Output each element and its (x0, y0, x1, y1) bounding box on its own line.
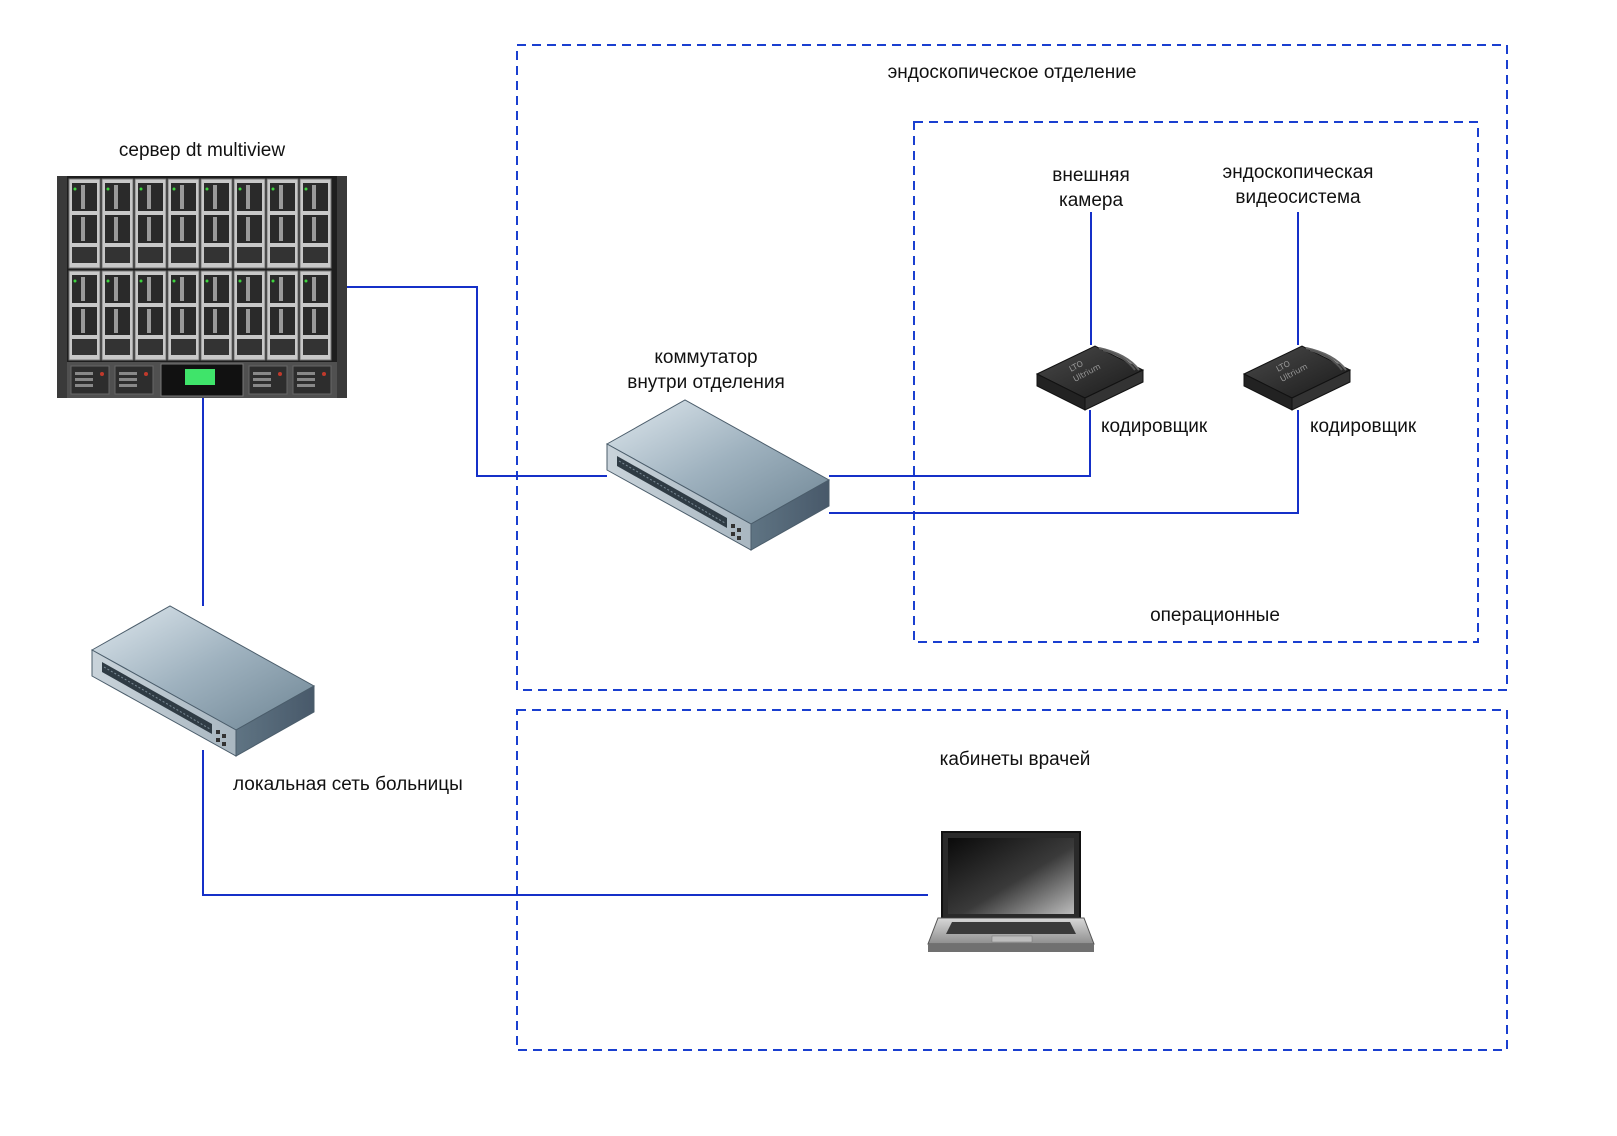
network-switch-icon (91, 605, 315, 757)
external-camera-label-line2: камера (1058, 190, 1124, 211)
endoscopic-system-label-line2: видеосистема (1235, 187, 1361, 208)
zone-endoscopy-label: эндоскопическое отделение (887, 62, 1137, 83)
external-camera-label-line1: внешняя (1052, 165, 1130, 186)
zone-operating-rooms-label: операционные (1150, 605, 1280, 626)
server-label: сервер dt multiview (118, 140, 286, 161)
zone-doctors-offices (516, 709, 1508, 1051)
hospital-lan-label: локальная сеть больницы (233, 774, 463, 795)
laptop-icon (927, 831, 1095, 952)
encoder-1-label: кодировщик (1101, 416, 1208, 437)
link-deptswitch-encoder1 (829, 410, 1091, 477)
link-lan-laptop (202, 750, 928, 896)
endoscopic-system-label-line1: эндоскопическая (1222, 162, 1374, 183)
link-server-deptswitch (347, 286, 607, 477)
encoder-2-label: кодировщик (1310, 416, 1417, 437)
encoder-icon (1036, 345, 1144, 411)
zone-operating-rooms (913, 121, 1479, 643)
blade-server-icon (57, 176, 347, 398)
network-switch-icon (606, 399, 830, 551)
links (202, 212, 1299, 896)
dept-switch-label-line1: коммутатор (654, 347, 758, 368)
zone-doctors-offices-label: кабинеты врачей (939, 749, 1091, 770)
link-deptswitch-encoder2 (829, 410, 1299, 514)
encoder-icon (1243, 345, 1351, 411)
dept-switch-label-line2: внутри отделения (627, 372, 785, 393)
zone-endoscopy (516, 44, 1508, 691)
